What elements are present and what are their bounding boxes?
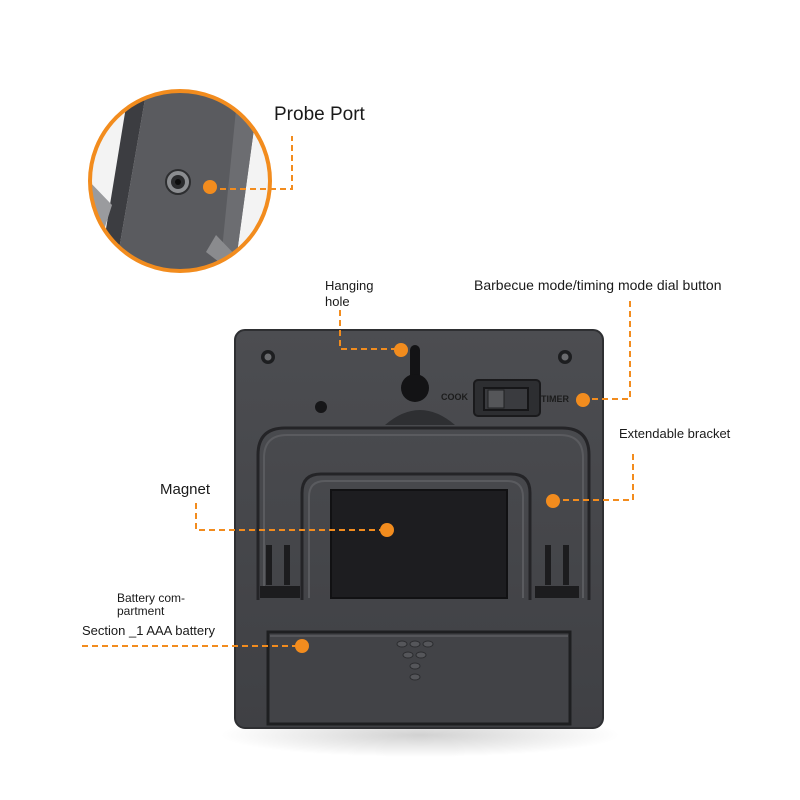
dial-label-cook: COOK bbox=[441, 392, 468, 402]
hanging-hole-label: Hanging hole bbox=[325, 278, 373, 310]
dial-label-timer: TIMER bbox=[541, 394, 569, 404]
leader-dot bbox=[295, 639, 309, 653]
battery-compartment-label: Battery com- partment bbox=[117, 592, 185, 618]
leader-dot bbox=[546, 494, 560, 508]
screw-icon bbox=[558, 350, 572, 364]
battery-cover-arrow-icon bbox=[396, 640, 434, 681]
screw-icon bbox=[261, 350, 275, 364]
leader-dot bbox=[576, 393, 590, 407]
battery-label-line1: Battery com- bbox=[117, 591, 186, 605]
hanging-hole-label-line1: Hanging bbox=[325, 278, 374, 293]
leader-lines bbox=[82, 136, 634, 647]
battery-label-line2: partment bbox=[117, 604, 165, 618]
leader-dot bbox=[203, 180, 217, 194]
probe-port-zoom bbox=[88, 89, 272, 273]
extendable-bracket[interactable] bbox=[256, 426, 591, 600]
dial-button-label: Barbecue mode/timing mode dial button bbox=[474, 277, 722, 293]
hanging-hole-keyhole bbox=[401, 345, 429, 402]
mode-dial-switch[interactable] bbox=[473, 379, 541, 417]
magnet-label: Magnet bbox=[160, 481, 211, 498]
battery-spec-label: Section _1 AAA battery bbox=[82, 623, 215, 638]
extendable-bracket-label: Extendable bracket bbox=[619, 426, 731, 441]
leader-dot bbox=[380, 523, 394, 537]
probe-port-label: Probe Port bbox=[274, 104, 365, 125]
leader-dots bbox=[203, 180, 590, 653]
magnet bbox=[330, 489, 508, 599]
leader-dot bbox=[394, 343, 408, 357]
small-hole bbox=[315, 401, 327, 413]
hanging-hole-label-line2: hole bbox=[325, 294, 350, 309]
